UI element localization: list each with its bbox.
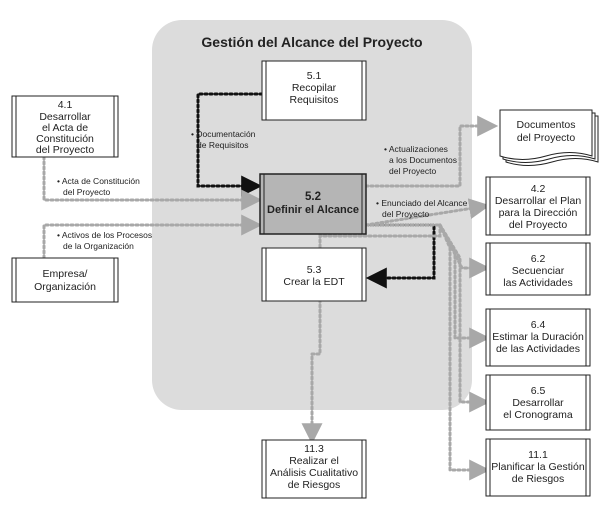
svg-text:• Enunciado del Alcance: • Enunciado del Alcance — [376, 198, 468, 208]
svg-text:Análisis Cualitativo: Análisis Cualitativo — [270, 467, 358, 479]
svg-text:de Requisitos: de Requisitos — [197, 140, 249, 150]
svg-text:Empresa/: Empresa/ — [43, 268, 88, 280]
svg-text:del Proyecto: del Proyecto — [36, 144, 95, 156]
flow-label-enunciado: • Enunciado del Alcance del Proyecto — [376, 198, 468, 219]
svg-text:Estimar la Duración: Estimar la Duración — [492, 331, 584, 343]
svg-text:4.1: 4.1 — [58, 99, 73, 111]
svg-text:Definir el Alcance: Definir el Alcance — [267, 204, 359, 216]
svg-text:• Actualizaciones: • Actualizaciones — [384, 144, 448, 154]
svg-text:Crear la EDT: Crear la EDT — [283, 276, 345, 288]
svg-text:del Proyecto: del Proyecto — [389, 166, 437, 176]
svg-text:de la Organización: de la Organización — [63, 241, 134, 251]
flow-scope-to-4-2 — [364, 198, 491, 227]
region-title: Gestión del Alcance del Proyecto — [201, 34, 422, 50]
svg-text:el Cronograma: el Cronograma — [503, 409, 573, 421]
svg-text:a los Documentos: a los Documentos — [389, 155, 457, 165]
svg-text:11.1: 11.1 — [528, 449, 548, 461]
svg-text:del Proyecto: del Proyecto — [517, 132, 576, 144]
process-5-2-highlighted: 5.2 Definir el Alcance — [259, 173, 367, 235]
svg-text:del Proyecto: del Proyecto — [63, 187, 111, 197]
svg-text:• Activos de los Procesos: • Activos de los Procesos — [57, 230, 152, 240]
svg-text:Desarrollar: Desarrollar — [39, 111, 91, 123]
svg-text:Requisitos: Requisitos — [289, 94, 338, 106]
svg-text:Planificar la Gestión: Planificar la Gestión — [491, 461, 585, 473]
flow-scope-to-6-5 — [438, 223, 491, 413]
svg-text:6.2: 6.2 — [531, 253, 546, 265]
svg-text:5.3: 5.3 — [307, 264, 322, 276]
process-11-1: 11.1 Planificar la Gestión de Riesgos — [485, 438, 591, 497]
svg-text:del Proyecto: del Proyecto — [382, 209, 430, 219]
process-5-3: 5.3 Crear la EDT — [261, 247, 367, 302]
svg-text:5.1: 5.1 — [307, 70, 322, 82]
flow-label-actualizaciones: • Actualizaciones a los Documentos del P… — [384, 144, 457, 176]
svg-text:de Riesgos: de Riesgos — [512, 473, 565, 485]
svg-text:Desarrollar el Plan: Desarrollar el Plan — [495, 195, 582, 207]
flow-scope-to-11-1 — [438, 223, 491, 481]
svg-text:6.5: 6.5 — [531, 385, 546, 397]
svg-text:el Acta de: el Acta de — [42, 122, 88, 134]
process-6-2: 6.2 Secuenciar las Actividades — [485, 242, 591, 296]
svg-text:Desarrollar: Desarrollar — [512, 397, 564, 409]
svg-text:Constitución: Constitución — [36, 133, 94, 145]
svg-text:• Acta de Constitución: • Acta de Constitución — [57, 176, 140, 186]
svg-text:6.4: 6.4 — [531, 319, 546, 331]
svg-text:Realizar el: Realizar el — [289, 455, 339, 467]
process-5-1: 5.1 Recopilar Requisitos — [261, 60, 367, 121]
process-4-1: 4.1 Desarrollar el Acta de Constitución … — [11, 95, 119, 158]
flow-label-doc-req: • Documentación de Requisitos — [191, 129, 256, 150]
flow-assets-to-define — [42, 214, 263, 260]
process-6-4: 6.4 Estimar la Duración de las Actividad… — [485, 308, 591, 367]
flow-label-acta: • Acta de Constitución del Proyecto — [57, 176, 140, 197]
svg-text:de las Actividades: de las Actividades — [496, 343, 580, 355]
flow-label-activos: • Activos de los Procesos de la Organiza… — [57, 230, 152, 251]
svg-text:las Actividades: las Actividades — [503, 277, 572, 289]
svg-text:para la Dirección: para la Dirección — [499, 207, 578, 219]
svg-text:de Riesgos: de Riesgos — [288, 479, 341, 491]
flow-scope-to-6-2 — [364, 223, 491, 279]
svg-text:Recopilar: Recopilar — [292, 82, 337, 94]
flow-requirements-to-define — [196, 92, 264, 197]
svg-text:Documentos: Documentos — [517, 119, 576, 131]
process-4-2: 4.2 Desarrollar el Plan para la Direcció… — [485, 176, 591, 236]
flow-define-to-documents — [364, 115, 499, 188]
svg-text:5.2: 5.2 — [305, 191, 321, 203]
external-organization: Empresa/ Organización — [11, 257, 119, 303]
svg-text:• Documentación: • Documentación — [191, 129, 256, 139]
svg-text:11.3: 11.3 — [304, 443, 324, 455]
process-6-5: 6.5 Desarrollar el Cronograma — [485, 374, 591, 431]
process-11-3: 11.3 Realizar el Análisis Cualitativo de… — [261, 439, 367, 499]
svg-text:4.2: 4.2 — [531, 183, 546, 195]
svg-text:del Proyecto: del Proyecto — [509, 219, 568, 231]
project-documents: Documentos del Proyecto — [499, 109, 599, 166]
flow-charter-to-define — [42, 155, 263, 211]
svg-text:Secuenciar: Secuenciar — [512, 265, 565, 277]
svg-text:Organización: Organización — [34, 281, 96, 293]
